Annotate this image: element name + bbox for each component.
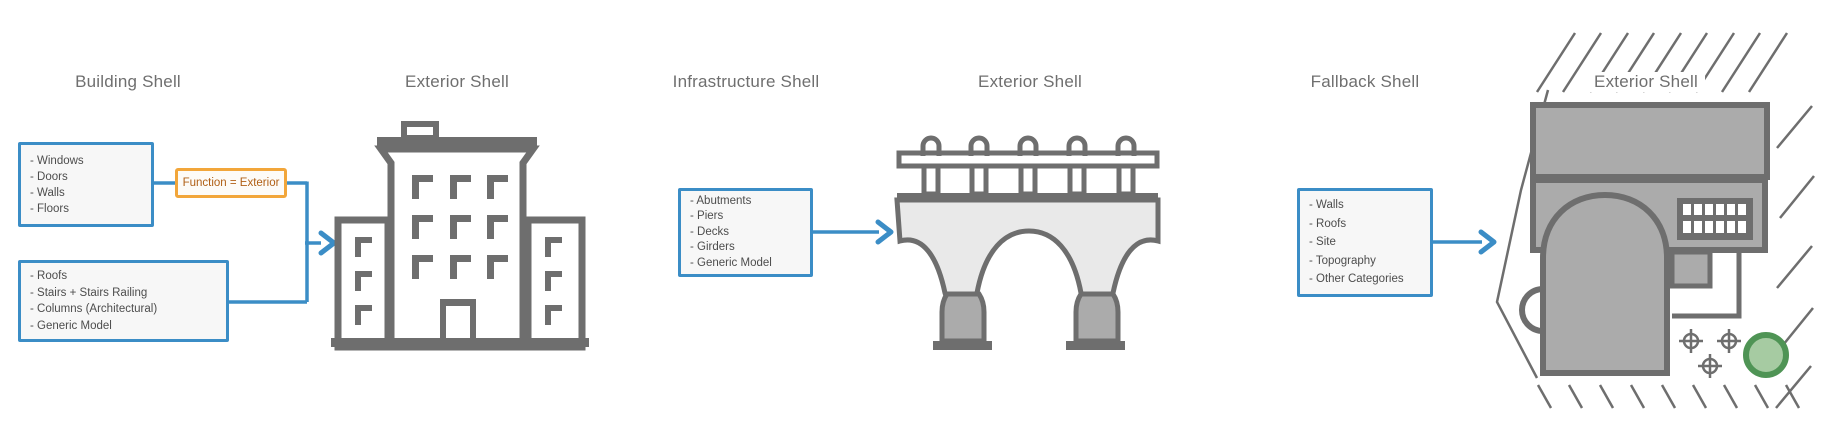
list-item: - Piers bbox=[690, 210, 724, 223]
list-item: - Generic Model bbox=[690, 256, 772, 269]
building-connectors bbox=[154, 181, 337, 304]
building-categories-box-1: - Windows - Doors - Walls - Floors bbox=[18, 142, 154, 227]
panel2-target-title: Exterior Shell bbox=[978, 72, 1082, 91]
building-categories-box-2: - Roofs - Stairs + Stairs Railing - Column… bbox=[18, 260, 229, 342]
function-exterior-condition-label: Function = Exterior bbox=[175, 168, 287, 198]
infrastructure-categories-box: - Abutments - Piers - Decks - Girders - Gene… bbox=[678, 188, 813, 277]
hatching-bottom bbox=[1536, 384, 1801, 409]
panel2-source-title: Infrastructure Shell bbox=[672, 72, 820, 91]
list-item: - Walls bbox=[1309, 199, 1344, 212]
list-item: - Walls bbox=[30, 186, 65, 199]
panel3-target-title: Exterior Shell bbox=[1587, 72, 1705, 92]
survey-target-icon bbox=[1715, 327, 1743, 355]
list-item: - Abutments bbox=[690, 194, 752, 207]
list-item: - Girders bbox=[690, 241, 735, 254]
fallback-categories-box: - Walls - Roofs - Site - Topography - Other … bbox=[1297, 188, 1433, 297]
list-item: - Site bbox=[1309, 236, 1336, 249]
panel1-target-title: Exterior Shell bbox=[405, 72, 509, 91]
arrowhead-icon bbox=[1478, 229, 1497, 255]
panel1-source-title: Building Shell bbox=[75, 72, 181, 91]
list-item: - Generic Model bbox=[30, 319, 112, 332]
list-item: - Roofs bbox=[30, 270, 68, 282]
tree-icon bbox=[1743, 332, 1789, 378]
list-item: - Stairs + Stairs Railing bbox=[30, 286, 148, 299]
site-plan-connector bbox=[1433, 229, 1497, 255]
panel3-source-title: Fallback Shell bbox=[1310, 72, 1420, 91]
arrowhead-icon bbox=[875, 219, 894, 245]
list-item: - Floors bbox=[30, 202, 69, 215]
bridge-icon bbox=[894, 135, 1161, 350]
bridge-connector bbox=[813, 219, 894, 245]
list-item: - Decks bbox=[690, 225, 729, 238]
survey-target-icon bbox=[1677, 327, 1705, 355]
list-item: - Columns (Architectural) bbox=[30, 303, 158, 315]
arrowhead-icon bbox=[318, 230, 337, 256]
window-grid-icon bbox=[1677, 198, 1753, 240]
building-icon bbox=[331, 121, 589, 351]
list-item: - Windows bbox=[30, 154, 84, 167]
survey-target-icon bbox=[1696, 352, 1724, 380]
list-item: - Other Categories bbox=[1309, 273, 1404, 286]
list-item: - Topography bbox=[1309, 254, 1376, 267]
list-item: - Doors bbox=[30, 170, 68, 183]
list-item: - Roofs bbox=[1309, 217, 1347, 230]
